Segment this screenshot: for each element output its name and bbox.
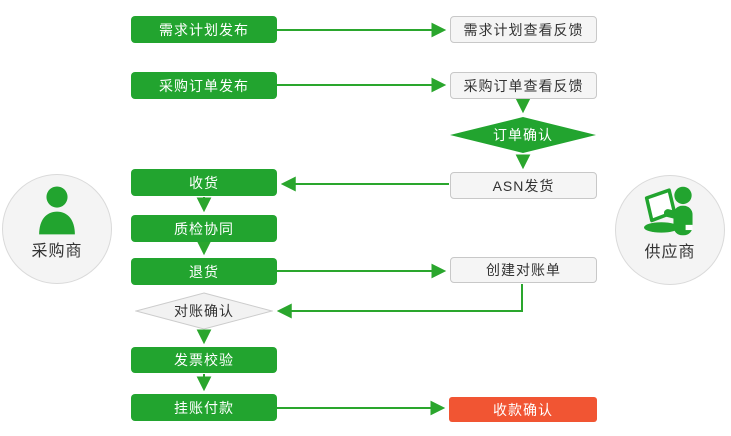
node-label: 采购订单查看反馈 xyxy=(463,77,584,94)
node-purchase-order-feedback: 采购订单查看反馈 xyxy=(450,72,597,99)
node-label: 创建对账单 xyxy=(486,262,561,278)
node-label: 发票校验 xyxy=(174,352,234,368)
person-icon xyxy=(39,186,75,235)
node-invoice-verification: 发票校验 xyxy=(131,347,277,373)
node-label: 对账确认 xyxy=(174,303,234,319)
node-label: 需求计划查看反馈 xyxy=(463,21,584,38)
node-reconciliation-confirm-decision: 对账确认 xyxy=(135,292,273,330)
node-label: 收货 xyxy=(189,174,219,191)
actor-supplier: 供应商 xyxy=(615,175,725,285)
node-demand-plan-feedback: 需求计划查看反馈 xyxy=(450,16,597,43)
node-label: 收款确认 xyxy=(493,401,553,418)
node-purchase-order-publish: 采购订单发布 xyxy=(131,72,277,99)
node-create-statement: 创建对账单 xyxy=(450,257,597,283)
node-label: 需求计划发布 xyxy=(159,21,249,38)
edge-statement-to-recon-confirm xyxy=(276,284,523,319)
node-order-confirm-decision: 订单确认 xyxy=(449,116,597,154)
actor-buyer: 采购商 xyxy=(2,174,112,284)
node-label: 退货 xyxy=(189,263,219,280)
node-quality-collaboration: 质检协同 xyxy=(131,215,277,242)
actor-supplier-label: 供应商 xyxy=(644,244,696,261)
diamond-shape xyxy=(450,117,596,153)
node-accrued-payment: 挂账付款 xyxy=(131,394,277,421)
node-label: ASN发货 xyxy=(492,177,555,194)
diamond-shape xyxy=(135,292,273,330)
node-label: 质检协同 xyxy=(174,220,234,237)
person-laptop-icon xyxy=(644,186,693,236)
node-demand-plan-publish: 需求计划发布 xyxy=(131,16,277,43)
node-goods-return: 退货 xyxy=(131,258,277,285)
node-goods-receipt: 收货 xyxy=(131,169,277,196)
actor-buyer-label: 采购商 xyxy=(31,243,83,260)
node-asn-shipment: ASN发货 xyxy=(450,172,597,199)
node-payment-receipt-confirm: 收款确认 xyxy=(449,397,597,422)
node-label: 订单确认 xyxy=(493,127,553,143)
node-label: 挂账付款 xyxy=(174,399,234,416)
node-label: 采购订单发布 xyxy=(159,77,249,94)
